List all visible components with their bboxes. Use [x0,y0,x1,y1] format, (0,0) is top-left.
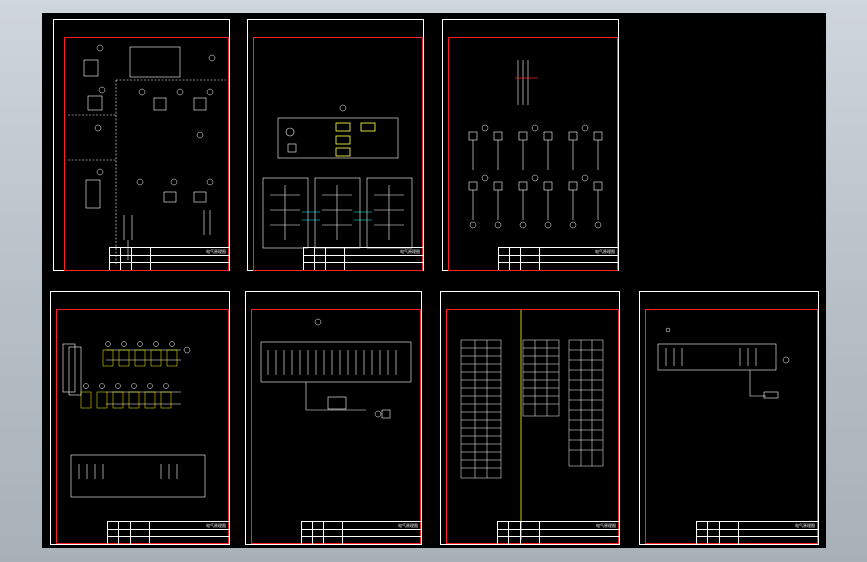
sheet-title: 电气原理图 [398,523,418,528]
schematic-drawing [260,318,412,419]
title-block: 电气原理图 [498,247,618,270]
title-block: 电气原理图 [695,521,818,544]
sheet-title: 电气原理图 [206,523,226,528]
drawing-sheet-5[interactable]: 电气原理图 [245,291,422,545]
title-block: 电气原理图 [106,521,229,544]
sheet-border [645,309,818,544]
schematic-drawing [62,341,206,498]
drawing-sheet-3[interactable]: 电气原理图 [442,19,619,271]
schematic-drawing [460,310,604,540]
schematic-drawing [262,104,413,249]
drawing-sheet-6[interactable]: 电气原理图 [440,291,620,545]
sheet-border [448,37,618,271]
title-block: 电气原理图 [109,247,229,270]
sheet-title: 电气原理图 [795,523,815,528]
drawing-sheet-2[interactable]: 电气原理图 [247,19,424,271]
sheet-border [253,37,423,271]
sheet-title: 电气原理图 [400,249,420,254]
schematic-drawing [657,327,790,399]
title-block: 电气原理图 [496,521,619,544]
drawing-sheet-7[interactable]: 电气原理图 [639,291,819,545]
sheet-title: 电气原理图 [596,523,616,528]
schematic-drawing [468,60,603,229]
drawing-sheet-1[interactable]: 电气原理图 [53,19,230,271]
drawing-sheet-4[interactable]: 电气原理图 [50,291,230,545]
title-block: 电气原理图 [303,247,423,270]
sheet-border [251,309,421,544]
sheet-border [56,309,229,544]
cad-viewport[interactable]: 电气原理图 [42,13,826,548]
sheet-title: 电气原理图 [595,249,615,254]
sheet-border [446,309,619,544]
sheet-title: 电气原理图 [206,249,226,254]
title-block: 电气原理图 [301,521,421,544]
sheet-border [64,37,229,271]
schematic-drawing [68,44,226,266]
